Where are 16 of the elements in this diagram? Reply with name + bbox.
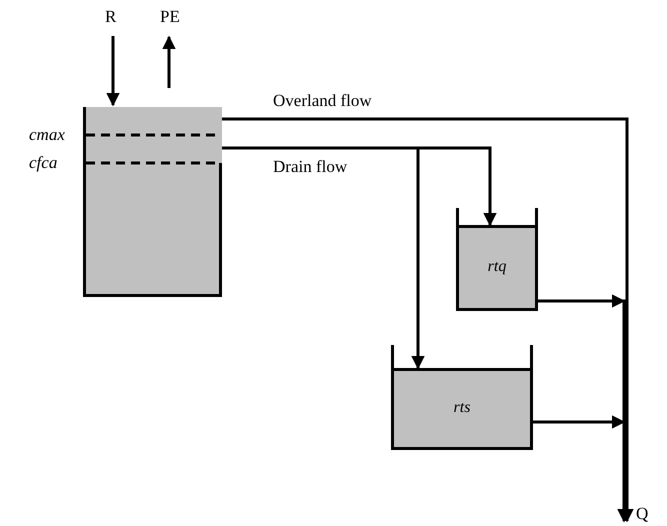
flux-label: R — [105, 8, 116, 25]
flow-arrow — [162, 36, 176, 88]
edge-label: Drain flow — [273, 158, 348, 175]
water-tank — [456, 208, 538, 311]
tank-label: rtq — [488, 258, 506, 276]
flux-label: Q — [636, 505, 648, 522]
level-label: cfca — [29, 154, 58, 171]
level-label: cmax — [29, 126, 65, 143]
flow-arrow — [106, 36, 120, 106]
flow-arrow — [222, 118, 634, 522]
flux-label: PE — [160, 8, 180, 25]
water-tank — [83, 107, 222, 297]
flow-arrow — [222, 146, 425, 370]
water-tank — [391, 345, 533, 450]
edge-label: Overland flow — [273, 92, 372, 109]
tank-label: rts — [454, 398, 470, 416]
